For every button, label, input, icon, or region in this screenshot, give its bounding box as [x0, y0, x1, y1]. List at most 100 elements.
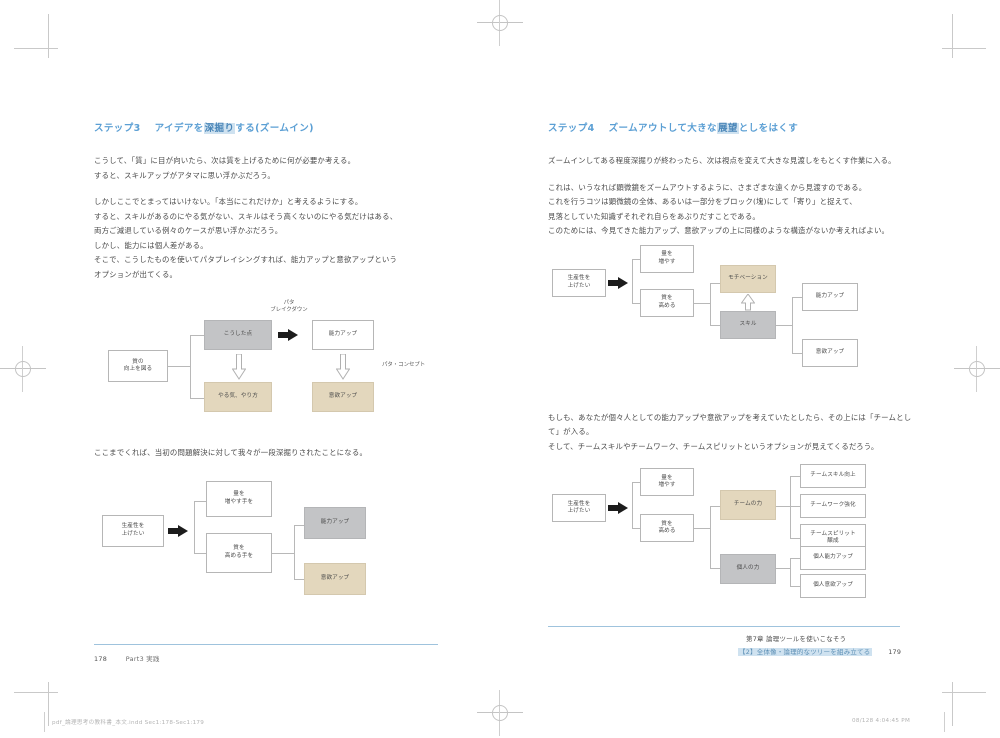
diagram3-connector-h2: [632, 302, 640, 304]
left-section-highlight: 深掘り: [203, 123, 236, 134]
diagram4-right-arrow: [608, 502, 628, 514]
left-footer-rule: [94, 644, 438, 645]
diagram4-connector-h1: [632, 482, 640, 483]
diagram3-box-ability-up: 能力アップ: [802, 282, 858, 311]
diagram1-box-root: 質の 向上を図る: [108, 350, 168, 382]
diagram4-connector-h11: [790, 558, 800, 559]
diagram3-connector-h4: [710, 282, 720, 284]
left-footer-page: 178: [94, 655, 108, 663]
diagram4-connector-h8: [790, 506, 800, 507]
diagram4-box-individual: 個人の力: [720, 554, 776, 584]
diagram1-connector-v1: [190, 335, 191, 398]
diagram2-right-arrow: [168, 524, 188, 537]
diagram1-down-arrow-left: [232, 354, 246, 380]
right-section-highlight: 展望: [716, 123, 739, 134]
diagram3-connector-h8: [792, 352, 802, 354]
diagram3-connector-v1: [632, 258, 633, 303]
diagram4-connector-h4: [710, 506, 720, 507]
diagram3-connector-h7: [792, 296, 802, 298]
diagram2-connector-v1: [194, 500, 195, 553]
registration-mark-bottom: [477, 690, 523, 736]
diagram3-connector-h3: [694, 302, 710, 304]
diagram4-box-quantity: 量を 増やす: [640, 468, 694, 496]
diagram3-connector-v2: [710, 282, 711, 325]
diagram3-up-arrow: [741, 293, 755, 310]
diagram4-connector-h10: [776, 568, 790, 569]
diagram2-connector-v2: [294, 524, 295, 579]
diagram2-box-motivation: 意欲アップ: [304, 562, 366, 595]
diagram1-down-arrow-right: [336, 354, 350, 380]
print-filename-stamp: pdf_論理思考の教科書_本文.indd Sec1:178-Sec1:179: [52, 720, 205, 726]
diagram4-connector-v4: [790, 558, 791, 586]
right-mid-text: もしも、あなたが個々人としての能力アップや意欲アップを考えていたとしたら、その上…: [548, 412, 912, 451]
diagram1-box-skill: こうした点: [204, 320, 272, 350]
print-line-divider: [44, 712, 45, 732]
diagram4-connector-h6: [776, 506, 790, 507]
diagram1-connector-h1: [168, 366, 190, 367]
diagram2-box-root: 生産性を 上げたい: [102, 514, 164, 547]
diagram4-box-team: チームの力: [720, 490, 776, 520]
registration-mark-left: [0, 346, 46, 392]
diagram3-connector-v3: [792, 296, 793, 353]
diagram2-box-quality: 質を 高める手を: [206, 532, 272, 573]
left-footer: 178 Part3 実践: [94, 654, 160, 663]
diagram3-box-root: 生産性を 上げたい: [552, 268, 606, 297]
diagram1-box-will: やる気、やり方: [204, 382, 272, 412]
diagram4-connector-h9: [790, 538, 800, 539]
diagram4-box-personal-motivation: 個人意欲アップ: [800, 574, 866, 598]
right-footer-chapter-line: 第7章 論理ツールを使いこなそう: [746, 634, 846, 643]
diagram4-connector-v1: [632, 482, 633, 528]
print-timestamp-stamp: 08/128 4:04:45 PM: [852, 718, 911, 724]
diagram1-label-top: パタ ブレイクダウン: [270, 300, 308, 313]
diagram4-connector-h2: [632, 528, 640, 529]
diagram3-box-skill: スキル: [720, 310, 776, 339]
left-paragraph-2: しかしここでとまってはいけない。「本当にこれだけか」と考えるようにする。 すると…: [94, 197, 398, 279]
right-section-text-end: としをはくす: [738, 123, 799, 134]
diagram3-box-motivation: モチベーション: [720, 264, 776, 293]
right-paragraph-2: これは、いうなれば顕微鏡をズームアウトするように、さまざまな遠くから見渡すのであ…: [548, 182, 890, 236]
diagram2-box-quantity: 量を 増やす手を: [206, 480, 272, 517]
diagram3-box-motivation-up: 意欲アップ: [802, 338, 858, 367]
diagram4-box-personal-ability: 個人能力アップ: [800, 546, 866, 570]
left-footer-label: Part3 実践: [125, 655, 160, 663]
right-footer-page: 179: [888, 648, 902, 656]
diagram1-label-right: パタ・コンセプト: [382, 362, 426, 368]
right-paragraph-1: ズームインしてある程度深掘りが終わったら、次は視点を変えて大きな見渡しをもとくす…: [548, 156, 896, 165]
diagram4-box-team-skill: チームスキル向上: [800, 464, 866, 488]
diagram4-connector-h12: [790, 586, 800, 587]
left-section-number: ステップ3: [94, 123, 141, 134]
diagram4-connector-v2: [710, 506, 711, 568]
registration-mark-right: [954, 346, 1000, 392]
right-diagram-2: 生産性を 上げたい 量を 増やす 質を 高める チームの力 個人の力 チームスキ…: [548, 464, 920, 600]
diagram4-connector-h5: [710, 568, 720, 569]
left-paragraph-1: こうして、「質」に目が向いたら、次は質を上げるために何が必要か考える。 すると、…: [94, 156, 356, 180]
right-footer-subtitle: 【2】全体像・論理的なツリーを組み立てる: [738, 648, 872, 656]
diagram1-connector-h2: [190, 335, 204, 336]
crop-mark-top-right: [936, 14, 986, 64]
diagram4-connector-v3: [790, 476, 791, 538]
diagram3-connector-h6: [776, 324, 792, 326]
diagram2-connector-h2: [194, 552, 206, 554]
diagram3-connector-h1: [632, 258, 640, 260]
right-footer-subtitle-line: 【2】全体像・論理的なツリーを組み立てる 179: [738, 647, 901, 656]
diagram4-box-root: 生産性を 上げたい: [552, 494, 606, 522]
print-line-divider-right: [944, 712, 945, 732]
diagram2-connector-h3: [272, 552, 294, 554]
right-diagram-1: 生産性を 上げたい 量を 増やす 質を 高める モチベーション スキル 能力ア: [548, 244, 920, 377]
left-section-text-end: する(ズームイン): [235, 123, 314, 134]
diagram3-connector-h5: [710, 324, 720, 326]
diagram3-box-quality: 質を 高める: [640, 288, 694, 317]
registration-mark-top: [477, 0, 523, 46]
diagram1-connector-h3: [190, 398, 204, 399]
diagram4-box-quality: 質を 高める: [640, 514, 694, 542]
right-section-text: ズームアウトして大きな: [608, 123, 717, 134]
diagram4-connector-h7: [790, 476, 800, 477]
right-page-column: ステップ4 ズームアウトして大きな展望としをはくす ズームインしてある程度深掘りが…: [548, 120, 920, 656]
right-section-number: ステップ4: [548, 123, 595, 134]
diagram2-connector-h4: [294, 524, 304, 526]
crop-mark-bottom-right: [936, 676, 986, 726]
left-mid-text: ここまでくれば、当初の問題解決に対して我々が一段深掘りされたことになる。: [94, 448, 368, 457]
